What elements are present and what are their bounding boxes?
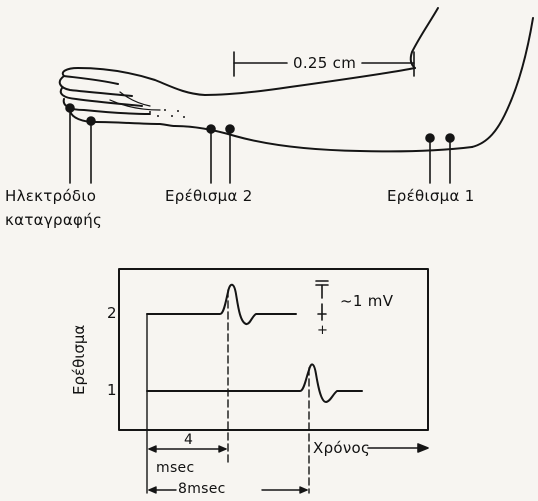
stimulus-2-label: Ερέθισμα 2 (165, 189, 253, 204)
recording-electrode-label-line2: καταγραφής (5, 213, 102, 228)
time-axis-label: Χρόνος (313, 441, 370, 456)
calibration-bar (316, 281, 328, 320)
stimulus-2-electrode (207, 125, 234, 183)
electrodes (66, 104, 454, 183)
trace-stimulus-1 (147, 364, 362, 402)
time-axis-arrow (368, 444, 428, 452)
y-axis-label: Ερέθισμα (70, 325, 88, 395)
row-label-1: 1 (107, 383, 117, 398)
stimulus-1-electrode (426, 134, 454, 183)
forearm-top-edge (205, 68, 415, 95)
arm-upper-outline (411, 8, 438, 68)
calibration-plus-bottom: + (317, 323, 328, 338)
calibration-label: ~1 mV (340, 294, 393, 309)
trace-stimulus-2 (147, 285, 296, 324)
distance-label: 0.25 cm (293, 56, 356, 71)
recording-electrode-label-line1: Ηλεκτρόδιο (5, 189, 96, 204)
recording-electrode (66, 104, 95, 183)
row-label-2: 2 (107, 306, 117, 321)
latency-long-label: 8msec (178, 482, 226, 496)
arm-illustration (60, 8, 533, 151)
arm-back-outline (472, 18, 533, 147)
latency-short-unit: msec (156, 461, 194, 475)
stimulus-1-label: Ερέθισμα 1 (387, 189, 475, 204)
latency-short-value: 4 (184, 433, 193, 447)
